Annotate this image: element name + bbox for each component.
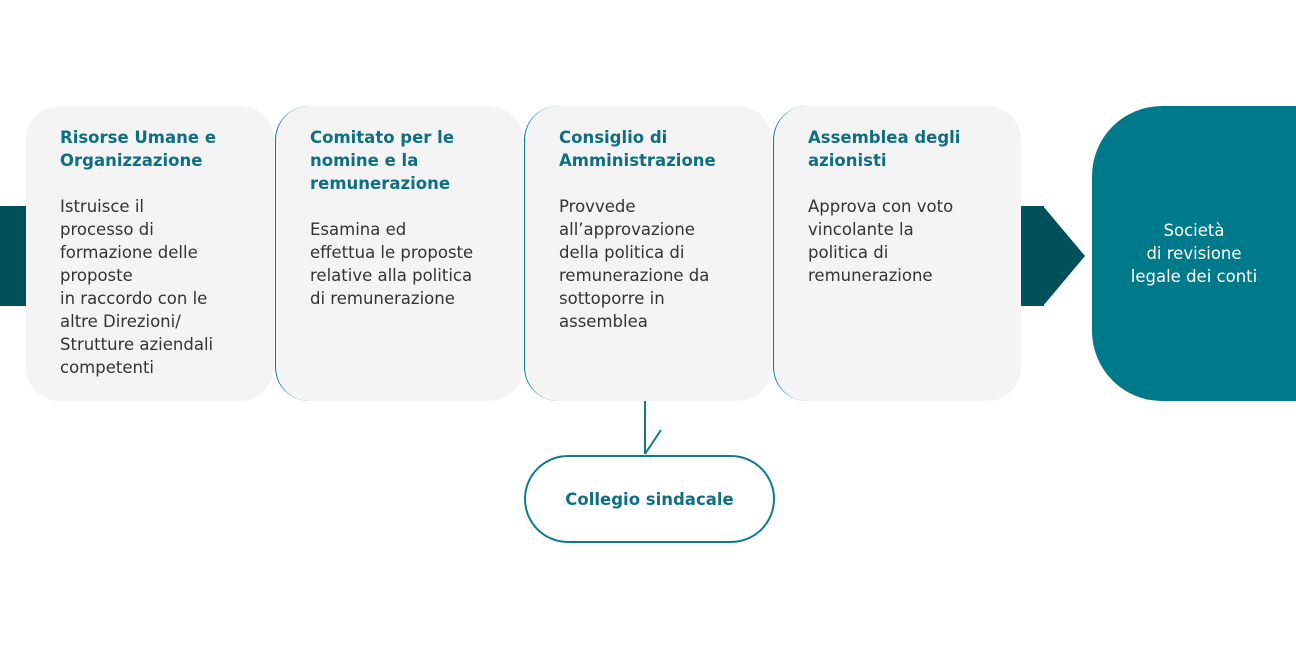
flow-arrow-head <box>1043 206 1085 306</box>
step-card-comitato: Comitato per le nomine e la remunerazion… <box>275 106 523 401</box>
step-description: Esamina ed effettua le proposte relative… <box>310 220 474 308</box>
step-card-assemblea: Assemblea degli azionisti Approva con vo… <box>773 106 1021 401</box>
step-card-consiglio: Consiglio di Amministrazione Provvede al… <box>524 106 772 401</box>
step-title: Consiglio di Amministrazione <box>559 128 716 170</box>
output-societa-revisione: Società di revisione legale dei conti <box>1092 106 1296 401</box>
step-title: Risorse Umane e Organizzazione <box>60 128 217 170</box>
step-title: Assemblea degli azionisti <box>808 128 961 170</box>
branch-arrow-tip <box>644 429 662 455</box>
step-description: Istruisce il processo di formazione dell… <box>60 197 214 377</box>
step-description: Provvede all’approvazione della politica… <box>559 197 710 331</box>
step-card-risorse-umane: Risorse Umane e Organizzazione Istruisce… <box>26 106 274 401</box>
branch-collegio-sindacale: Collegio sindacale <box>524 455 775 543</box>
step-title: Comitato per le nomine e la remunerazion… <box>310 128 455 193</box>
step-description: Approva con voto vincolante la politica … <box>808 197 954 285</box>
